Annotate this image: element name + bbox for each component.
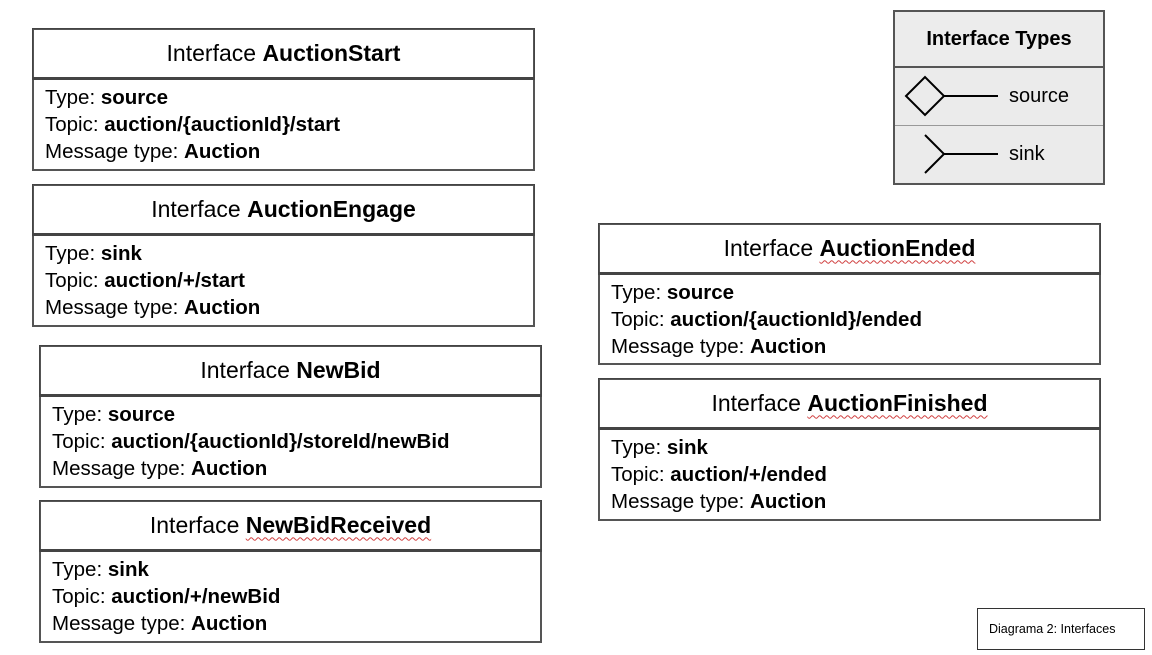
interface-header: Interface AuctionEngage <box>32 184 535 236</box>
message-type-value: Auction <box>184 140 261 163</box>
interface-prefix: Interface <box>151 195 241 222</box>
topic-value: auction/{auctionId}/ended <box>670 308 922 331</box>
type-value: source <box>666 281 735 304</box>
message-type-line: Message type: Auction <box>45 294 522 321</box>
interface-prefix: Interface <box>723 234 814 261</box>
interface-box-auction-ended: Interface AuctionEnded Type: source Topi… <box>598 223 1101 365</box>
interface-header: Interface NewBid <box>39 345 542 397</box>
interface-box-auction-start: Interface AuctionStart Type: source Topi… <box>32 28 535 171</box>
topic-line: Topic: auction/{auctionId}/storeId/newBi… <box>52 428 529 455</box>
type-line: Type: source <box>611 279 1088 306</box>
topic-label: Topic: <box>52 430 106 453</box>
interface-body: Type: source Topic: auction/{auctionId}/… <box>34 80 533 165</box>
interface-name: NewBid <box>296 356 381 383</box>
legend-title: Interface Types <box>895 12 1103 68</box>
interface-body: Type: source Topic: auction/{auctionId}/… <box>600 275 1099 360</box>
topic-line: Topic: auction/{auctionId}/start <box>45 111 522 138</box>
message-type-value: Auction <box>750 335 827 358</box>
interface-body: Type: sink Topic: auction/+/ended Messag… <box>600 430 1099 515</box>
type-label: Type: <box>52 558 103 581</box>
diagram-caption: Diagrama 2: Interfaces <box>977 608 1145 650</box>
type-line: Type: sink <box>611 434 1088 461</box>
interface-prefix: Interface <box>166 39 257 66</box>
interface-header: Interface AuctionStart <box>32 28 535 80</box>
message-type-label: Message type: <box>45 140 179 163</box>
topic-value: auction/{auctionId}/start <box>104 113 341 136</box>
type-value: source <box>107 403 176 426</box>
message-type-label: Message type: <box>52 612 186 635</box>
topic-label: Topic: <box>52 585 106 608</box>
type-value: sink <box>666 436 708 459</box>
message-type-line: Message type: Auction <box>611 488 1088 515</box>
legend-item-source: source <box>895 68 1103 125</box>
topic-label: Topic: <box>611 463 665 486</box>
message-type-label: Message type: <box>52 457 186 480</box>
interface-prefix: Interface <box>200 356 290 383</box>
interface-header: Interface NewBidReceived <box>39 500 542 552</box>
interface-name: AuctionEngage <box>247 195 416 222</box>
type-line: Type: sink <box>45 240 522 267</box>
topic-line: Topic: auction/+/ended <box>611 461 1088 488</box>
message-type-label: Message type: <box>45 296 179 319</box>
type-value: source <box>100 86 169 109</box>
fork-connector-icon <box>924 134 998 174</box>
topic-line: Topic: auction/{auctionId}/ended <box>611 306 1088 333</box>
topic-label: Topic: <box>45 113 99 136</box>
interface-name: NewBidReceived <box>245 511 432 538</box>
interface-name: AuctionFinished <box>807 389 988 416</box>
interface-types-legend: Interface Types source sink <box>893 10 1105 185</box>
legend-item-label: sink <box>1009 142 1045 165</box>
type-label: Type: <box>52 403 103 426</box>
message-type-line: Message type: Auction <box>45 138 522 165</box>
interface-box-new-bid-received: Interface NewBidReceived Type: sink Topi… <box>39 500 542 643</box>
legend-item-label: source <box>1009 85 1070 107</box>
type-label: Type: <box>45 242 96 265</box>
message-type-line: Message type: Auction <box>52 455 529 482</box>
topic-value: auction/+/start <box>104 269 245 292</box>
message-type-label: Message type: <box>611 335 745 358</box>
topic-value: auction/+/newBid <box>111 585 281 608</box>
message-type-line: Message type: Auction <box>611 333 1088 360</box>
interface-box-auction-finished: Interface AuctionFinished Type: sink Top… <box>598 378 1101 521</box>
message-type-value: Auction <box>191 457 268 480</box>
topic-label: Topic: <box>45 269 99 292</box>
message-type-value: Auction <box>184 296 261 319</box>
message-type-line: Message type: Auction <box>52 610 529 637</box>
interface-box-auction-engage: Interface AuctionEngage Type: sink Topic… <box>32 184 535 327</box>
topic-value: auction/{auctionId}/storeId/newBid <box>111 430 450 453</box>
type-value: sink <box>107 558 149 581</box>
message-type-value: Auction <box>750 490 827 513</box>
type-label: Type: <box>45 86 96 109</box>
type-line: Type: source <box>45 84 522 111</box>
topic-value: auction/+/ended <box>670 463 827 486</box>
diamond-connector-icon <box>904 75 998 117</box>
interface-header: Interface AuctionEnded <box>598 223 1101 275</box>
interface-prefix: Interface <box>149 511 240 538</box>
type-line: Type: sink <box>52 556 529 583</box>
message-type-label: Message type: <box>611 490 745 513</box>
type-value: sink <box>100 242 142 265</box>
interface-prefix: Interface <box>711 389 801 416</box>
interface-header: Interface AuctionFinished <box>598 378 1101 430</box>
legend-item-sink: sink <box>895 125 1103 182</box>
interface-name: AuctionStart <box>262 39 401 66</box>
type-label: Type: <box>611 436 662 459</box>
topic-line: Topic: auction/+/start <box>45 267 522 294</box>
topic-label: Topic: <box>611 308 665 331</box>
interface-body: Type: source Topic: auction/{auctionId}/… <box>41 397 540 482</box>
interface-body: Type: sink Topic: auction/+/newBid Messa… <box>41 552 540 637</box>
topic-line: Topic: auction/+/newBid <box>52 583 529 610</box>
interface-name: AuctionEnded <box>819 234 976 261</box>
interface-box-new-bid: Interface NewBid Type: source Topic: auc… <box>39 345 542 488</box>
type-line: Type: source <box>52 401 529 428</box>
message-type-value: Auction <box>191 612 268 635</box>
interface-body: Type: sink Topic: auction/+/start Messag… <box>34 236 533 321</box>
type-label: Type: <box>611 281 662 304</box>
